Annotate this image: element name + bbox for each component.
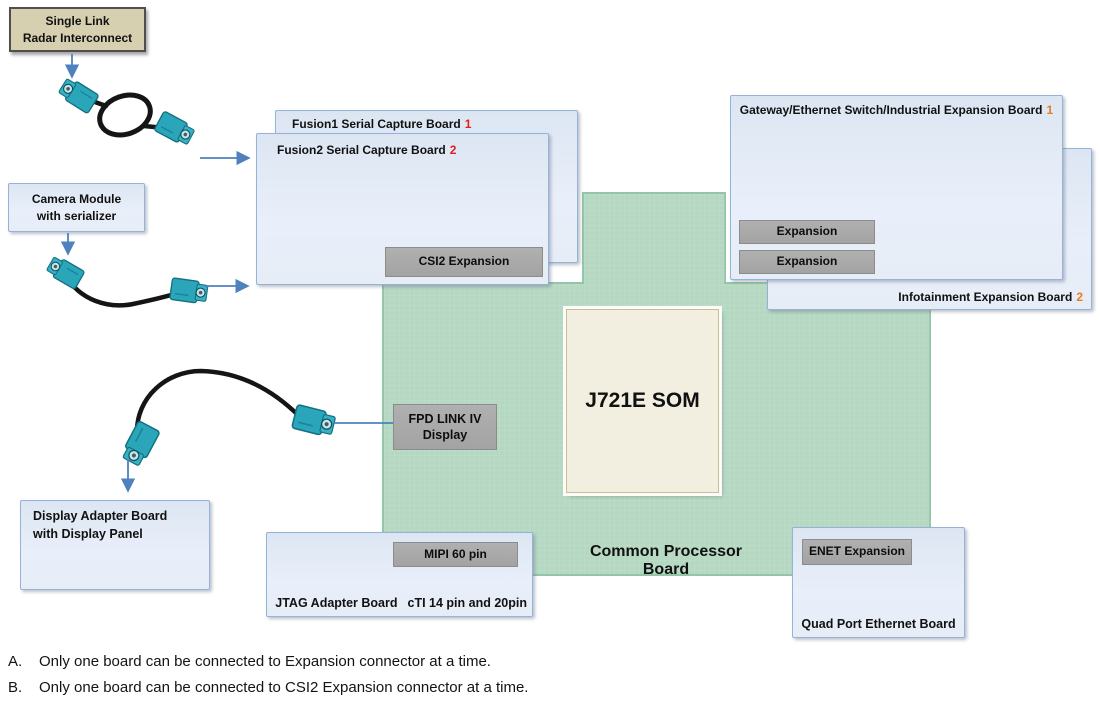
fakra-connector-icon bbox=[44, 254, 86, 290]
note-b-text: Only one board can be connected to CSI2 … bbox=[39, 679, 529, 696]
camera-label-line1: Camera Module bbox=[31, 191, 122, 206]
fpd-link-display-connector: FPD LINK IV Display bbox=[393, 404, 497, 450]
display-adapter-label-line2: with Display Panel bbox=[33, 526, 143, 541]
jtag-board-detail: cTI 14 pin and 20pin bbox=[407, 596, 527, 610]
fakra-connector-icon bbox=[119, 419, 161, 469]
infotainment-number: 2 bbox=[1076, 290, 1083, 304]
mipi-60pin-connector: MIPI 60 pin bbox=[393, 542, 518, 567]
fusion1-number: 1 bbox=[464, 117, 472, 131]
gateway-number: 1 bbox=[1046, 103, 1054, 117]
enet-expansion-connector: ENET Expansion bbox=[802, 539, 912, 565]
infotainment-title-text: Infotainment Expansion Board bbox=[898, 290, 1073, 304]
jtag-board-label: JTAG Adapter Board cTI 14 pin and 20pin bbox=[275, 596, 527, 610]
radar-label-line2: Radar Interconnect bbox=[22, 30, 133, 45]
j721e-som-module: J721E SOM bbox=[566, 309, 719, 493]
fpd-label-line1: FPD LINK IV bbox=[408, 411, 482, 426]
gateway-board-title: Gateway/Ethernet Switch/Industrial Expan… bbox=[731, 96, 1062, 117]
fakra-connector-icon bbox=[153, 110, 197, 148]
display-adapter-label-line1: Display Adapter Board bbox=[33, 509, 168, 523]
note-b-index: B. bbox=[8, 679, 23, 696]
fusion2-title-text: Fusion2 Serial Capture Board bbox=[277, 143, 446, 157]
note-a-index: A. bbox=[8, 653, 23, 670]
fusion2-number: 2 bbox=[449, 143, 457, 157]
gateway-expansion-board: Gateway/Ethernet Switch/Industrial Expan… bbox=[730, 95, 1063, 280]
expansion-connector-bottom: Expansion bbox=[739, 250, 875, 274]
camera-module-box: Camera Module with serializer bbox=[8, 183, 145, 232]
gateway-title-text: Gateway/Ethernet Switch/Industrial Expan… bbox=[739, 103, 1043, 117]
note-b: B. Only one board can be connected to CS… bbox=[8, 679, 528, 696]
quad-port-ethernet-board: ENET Expansion Quad Port Ethernet Board bbox=[792, 527, 965, 638]
radar-label-line1: Single Link bbox=[45, 14, 110, 29]
radar-interconnect-box: Single Link Radar Interconnect bbox=[9, 7, 146, 52]
note-a: A. Only one board can be connected to Ex… bbox=[8, 653, 528, 670]
camera-cable bbox=[44, 254, 210, 308]
jtag-board-name: JTAG Adapter Board bbox=[275, 596, 398, 610]
fakra-connector-icon bbox=[290, 403, 338, 439]
camera-label-line2: with serializer bbox=[36, 208, 117, 223]
fpd-label-line2: Display bbox=[422, 428, 468, 442]
common-processor-board-label: Common Processor Board bbox=[589, 543, 743, 578]
jtag-adapter-board: MIPI 60 pin JTAG Adapter Board cTI 14 pi… bbox=[266, 532, 533, 617]
footnotes: A. Only one board can be connected to Ex… bbox=[8, 653, 528, 705]
display-cable bbox=[119, 368, 338, 469]
csi2-expansion-connector: CSI2 Expansion bbox=[385, 247, 543, 277]
display-adapter-board: Display Adapter Board with Display Panel bbox=[20, 500, 210, 590]
note-a-text: Only one board can be connected to Expan… bbox=[39, 653, 491, 670]
quad-port-board-label: Quad Port Ethernet Board bbox=[801, 617, 956, 631]
radar-cable bbox=[56, 75, 197, 148]
fusion1-title-text: Fusion1 Serial Capture Board bbox=[292, 117, 461, 131]
expansion-connector-top: Expansion bbox=[739, 220, 875, 244]
fakra-connector-icon bbox=[56, 75, 100, 115]
fakra-connector-icon bbox=[168, 277, 210, 305]
